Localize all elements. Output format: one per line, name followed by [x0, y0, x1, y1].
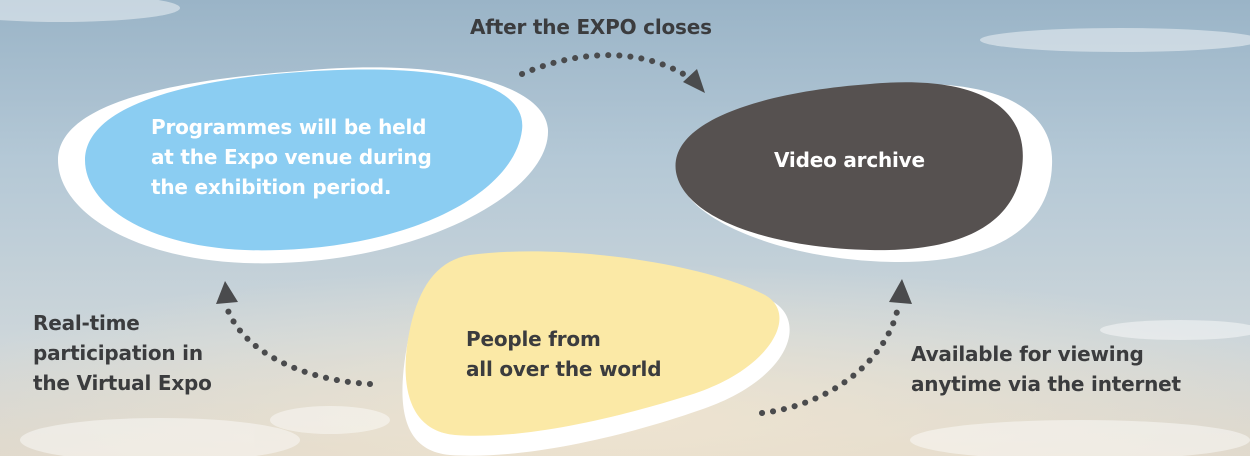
right-label-line-1: Available for viewing — [911, 342, 1144, 366]
right-label-line-2: anytime via the internet — [911, 372, 1181, 396]
right-label: Available for viewing anytime via the in… — [911, 339, 1181, 399]
arrow-left — [216, 281, 373, 387]
blue-blob-body — [85, 69, 523, 251]
dark-blob-body — [675, 82, 1023, 251]
blue-blob-text-line-3: the exhibition period. — [151, 175, 392, 199]
arrow-left-dots — [223, 302, 373, 387]
dark-blob — [675, 82, 1053, 262]
arrow-right-dots — [759, 299, 902, 416]
arrow-top-head — [683, 69, 705, 93]
yellow-blob-body — [405, 251, 780, 436]
blue-blob — [58, 67, 549, 264]
blue-blob-text-line-1: Programmes will be held — [151, 115, 427, 139]
top-label: After the EXPO closes — [470, 15, 712, 39]
left-label-line-3: the Virtual Expo — [33, 371, 212, 395]
yellow-blob-text-line-2: all over the world — [466, 357, 662, 381]
left-label-line-2: participation in — [33, 341, 203, 365]
arrow-top — [519, 52, 705, 93]
yellow-blob — [402, 251, 790, 456]
arrow-right — [759, 279, 912, 416]
left-label-line-1: Real-time — [33, 311, 140, 335]
blue-blob-text-line-2: at the Expo venue during — [151, 145, 432, 169]
arrow-left-head — [216, 281, 238, 304]
blue-blob-text: Programmes will be held at the Expo venu… — [151, 112, 432, 202]
left-label: Real-time participation in the Virtual E… — [33, 308, 212, 398]
yellow-blob-text-line-1: People from — [466, 327, 601, 351]
yellow-blob-text: People from all over the world — [466, 324, 662, 384]
arrow-right-head — [889, 279, 912, 304]
dark-blob-text: Video archive — [774, 148, 925, 172]
arrow-top-dots — [519, 52, 693, 81]
